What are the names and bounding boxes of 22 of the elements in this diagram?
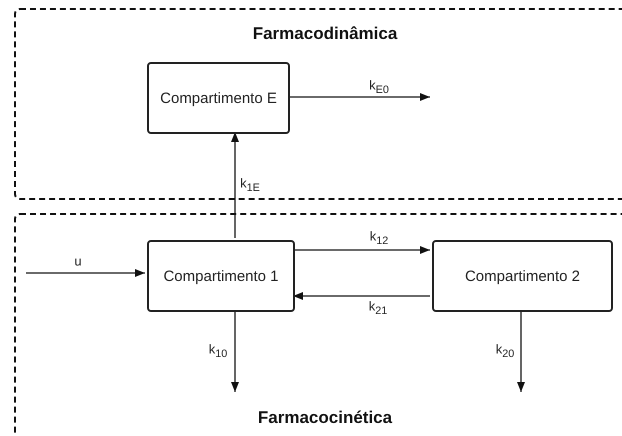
compartment-box (432, 240, 613, 312)
box-label: Compartimento 2 (464, 268, 580, 284)
edge-label: k$_{E0}$ (368, 78, 390, 96)
arrow (293, 246, 430, 254)
arrow (231, 132, 239, 238)
edge-label: k$_{1E}$ (239, 176, 261, 194)
dashed-region (14, 8, 622, 200)
arrow (26, 269, 145, 277)
compartment-box (147, 62, 290, 134)
arrow (231, 310, 239, 392)
edge-label: k$_{10}$ (208, 342, 228, 360)
edge-label: k$_{21}$ (368, 299, 388, 317)
compartment-box (147, 240, 295, 312)
arrow (293, 292, 430, 300)
region-heading: Farmacodinâmica (252, 24, 398, 44)
box-label: Compartimento E (160, 90, 277, 106)
edge-label: k$_{20}$ (494, 342, 516, 360)
edge-label: k$_{12}$ (368, 229, 390, 247)
box-label: Compartimento 1 (163, 268, 279, 284)
region-heading: Farmacocinética (258, 408, 392, 428)
arrow (517, 310, 525, 392)
arrow (288, 93, 430, 101)
